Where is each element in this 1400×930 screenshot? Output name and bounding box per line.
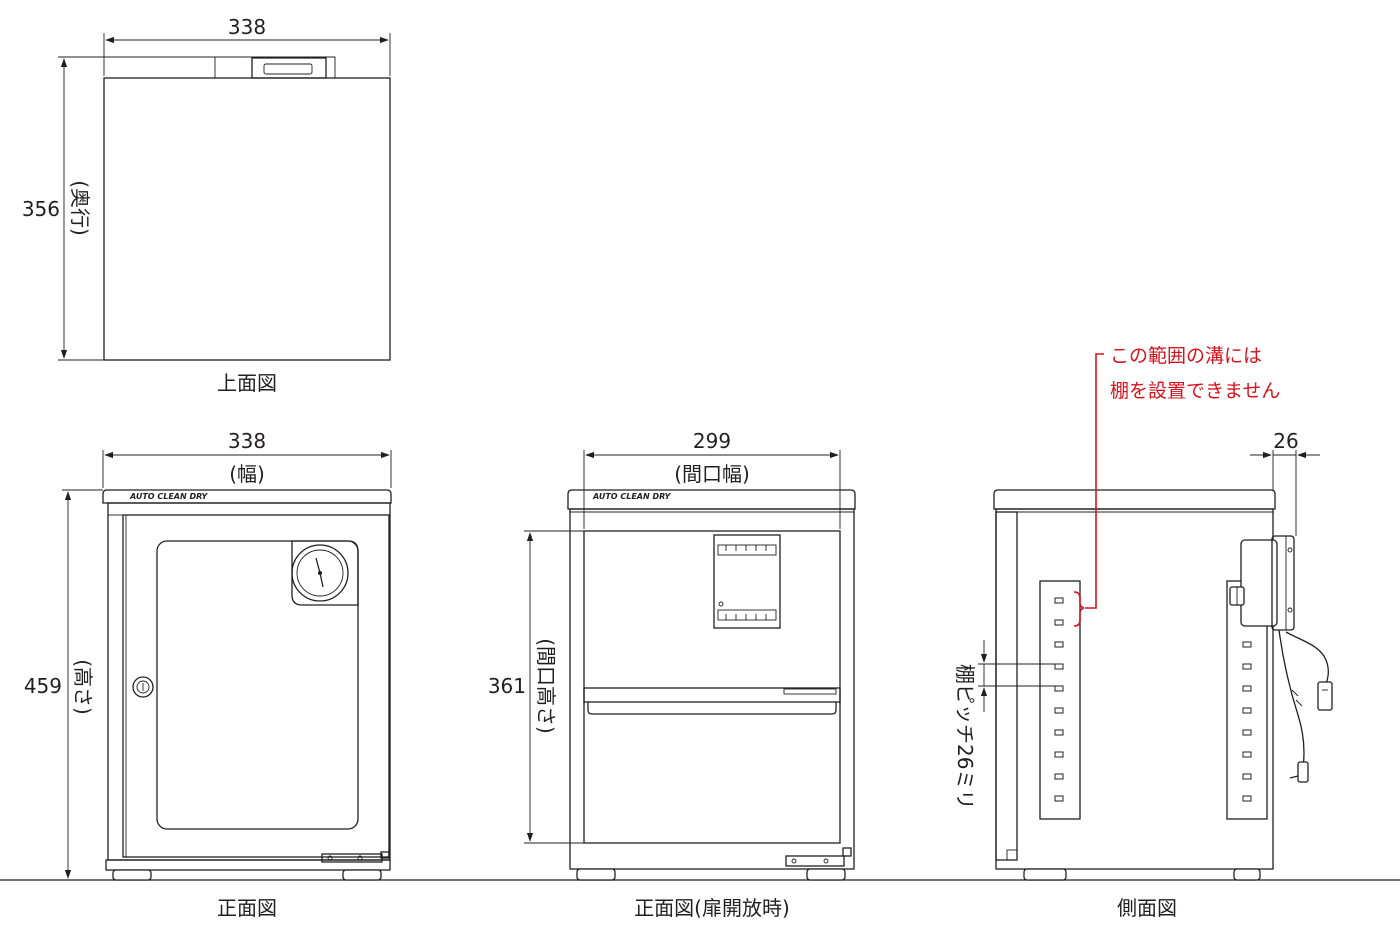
front-hinge bbox=[321, 853, 383, 863]
top-depth-dim: 356 bbox=[22, 197, 60, 221]
side-rail-right-slots bbox=[1242, 619, 1252, 802]
open-height-dim: 361 bbox=[488, 674, 526, 698]
open-foot-left bbox=[576, 868, 616, 881]
open-body-outer bbox=[569, 508, 855, 870]
open-body-inner bbox=[583, 530, 841, 844]
front-height-dim: 459 bbox=[24, 674, 62, 698]
dehumidifier-unit bbox=[713, 534, 781, 629]
front-window bbox=[156, 540, 359, 830]
open-width-dim: 299 bbox=[693, 429, 731, 453]
open-hinge bbox=[785, 855, 845, 867]
top-view-body bbox=[103, 77, 391, 361]
side-top-cap bbox=[993, 489, 1276, 510]
note-line-1: この範囲の溝には bbox=[1110, 345, 1262, 367]
open-foot-right bbox=[806, 868, 846, 881]
front-body bbox=[107, 502, 391, 861]
front-logo: AUTO CLEAN DRY bbox=[129, 492, 209, 501]
side-rail-left bbox=[1039, 580, 1081, 820]
front-open-view: AUTO CLEAN DRY 299 (間口幅) bbox=[488, 429, 856, 920]
front-top-cap bbox=[102, 489, 392, 504]
side-view: 26 棚ピッチ26ミリ この範囲の溝には 棚を設置できません 側面図 bbox=[953, 345, 1333, 920]
side-foot-left bbox=[1023, 868, 1067, 881]
note-leader bbox=[1085, 353, 1104, 609]
handle-icon bbox=[251, 57, 327, 79]
pitch-label: 棚ピッチ26ミリ bbox=[953, 664, 977, 809]
top-depth-label: (奥行) bbox=[68, 180, 92, 236]
top-view-back-ledge bbox=[214, 56, 336, 78]
front-door bbox=[122, 514, 390, 858]
top-view-title: 上面図 bbox=[217, 371, 277, 395]
side-body bbox=[995, 508, 1274, 870]
open-logo: AUTO CLEAN DRY bbox=[592, 492, 672, 501]
front-view: AUTO CLEAN DRY bbox=[24, 429, 392, 920]
open-width-label: (間口幅) bbox=[674, 462, 750, 486]
note-brace bbox=[1073, 591, 1085, 627]
power-cord-icon bbox=[1278, 629, 1333, 783]
front-view-title: 正面図 bbox=[217, 896, 277, 920]
lock-icon bbox=[132, 676, 154, 698]
hygrometer-icon bbox=[291, 540, 359, 606]
side-rail-left-slots bbox=[1054, 597, 1064, 802]
open-shelf bbox=[583, 687, 841, 703]
side-foot-right bbox=[1233, 868, 1261, 881]
top-view: 338 356 (奥行) 上面図 bbox=[22, 15, 391, 395]
side-depth-dim: 26 bbox=[1273, 429, 1298, 453]
front-width-label: (幅) bbox=[229, 462, 265, 486]
front-foot-left bbox=[112, 869, 152, 881]
note-line-2: 棚を設置できません bbox=[1110, 380, 1280, 402]
side-dehumidifier-box bbox=[1229, 535, 1295, 631]
open-height-label: (間口高さ) bbox=[534, 638, 558, 734]
open-view-title: 正面図(扉開放時) bbox=[634, 896, 790, 920]
front-height-label: (高さ) bbox=[71, 659, 95, 715]
front-foot-right bbox=[342, 869, 382, 881]
top-width-dim: 338 bbox=[228, 15, 266, 39]
front-width-dim: 338 bbox=[228, 429, 266, 453]
front-base bbox=[105, 859, 391, 871]
open-top-cap bbox=[567, 489, 856, 510]
side-view-title: 側面図 bbox=[1117, 896, 1177, 920]
